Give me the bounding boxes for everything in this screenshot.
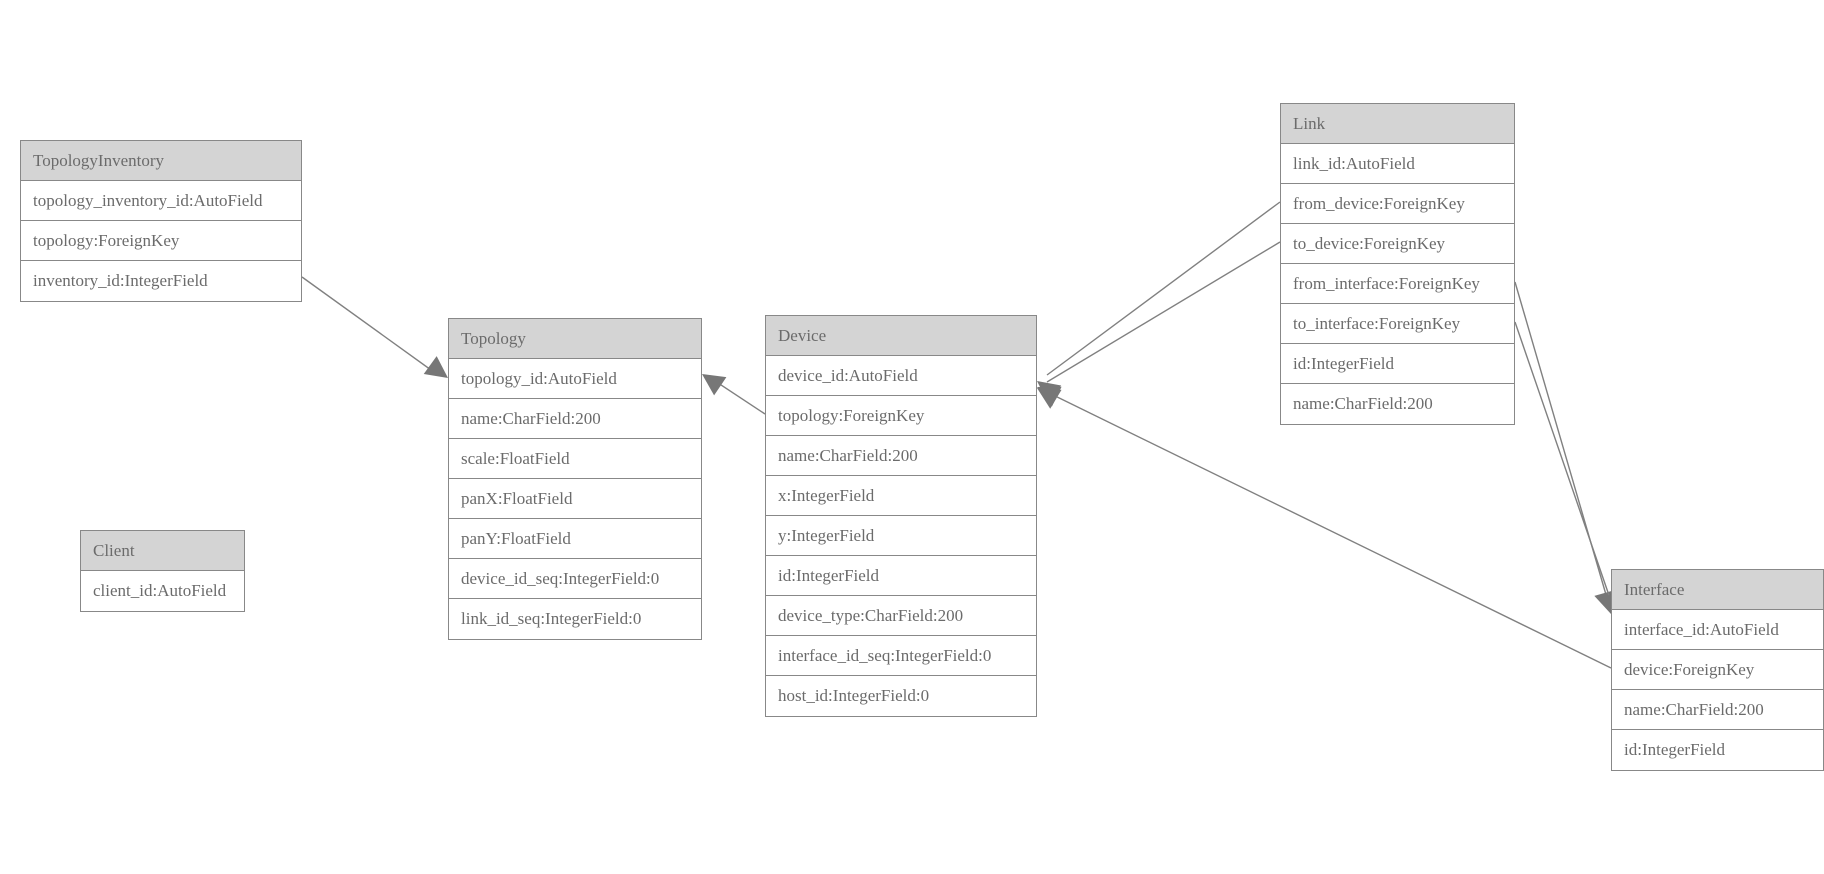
entity-field-row: host_id:IntegerField:0 (766, 676, 1036, 716)
entity-field-row: from_device:ForeignKey (1281, 184, 1514, 224)
relationship-edge-link-todevice-to-device (1046, 241, 1281, 383)
relationship-edge-device-to-topology (711, 378, 766, 415)
entity-title-client: Client (81, 531, 244, 571)
entity-field-row: client_id:AutoField (81, 571, 244, 611)
relationship-edge-link-fromdevice-to-device (1046, 201, 1281, 376)
entity-field-row: panX:FloatField (449, 479, 701, 519)
entity-field-row: device_type:CharField:200 (766, 596, 1036, 636)
entity-field-row: panY:FloatField (449, 519, 701, 559)
entity-field-row: y:IntegerField (766, 516, 1036, 556)
entity-field-row: inventory_id:IntegerField (21, 261, 301, 301)
entity-field-row: name:CharField:200 (1612, 690, 1823, 730)
entity-title-topology_inventory: TopologyInventory (21, 141, 301, 181)
entity-field-row: device_id_seq:IntegerField:0 (449, 559, 701, 599)
relationship-edge-link-frominterface-to-interface (1514, 281, 1610, 606)
entity-field-row: scale:FloatField (449, 439, 701, 479)
entity-field-row: link_id:AutoField (1281, 144, 1514, 184)
entity-field-row: topology:ForeignKey (766, 396, 1036, 436)
entity-field-row: topology_inventory_id:AutoField (21, 181, 301, 221)
entity-field-row: topology:ForeignKey (21, 221, 301, 261)
entity-field-row: device:ForeignKey (1612, 650, 1823, 690)
entity-field-row: id:IntegerField (766, 556, 1036, 596)
entity-field-row: to_device:ForeignKey (1281, 224, 1514, 264)
entity-field-row: to_interface:ForeignKey (1281, 304, 1514, 344)
relationship-edge-link-tointerface-to-interface (1514, 321, 1614, 608)
entity-field-row: device_id:AutoField (766, 356, 1036, 396)
entity-title-interface: Interface (1612, 570, 1823, 610)
entity-field-row: id:IntegerField (1281, 344, 1514, 384)
relationship-edge-topologyinventory-to-topology (301, 276, 439, 376)
entity-field-row: interface_id:AutoField (1612, 610, 1823, 650)
entity-title-link: Link (1281, 104, 1514, 144)
entity-field-row: interface_id_seq:IntegerField:0 (766, 636, 1036, 676)
entity-field-row: name:CharField:200 (449, 399, 701, 439)
relationship-edge-interface-device-to-device (1046, 391, 1612, 669)
entity-field-row: link_id_seq:IntegerField:0 (449, 599, 701, 639)
entity-field-row: id:IntegerField (1612, 730, 1823, 770)
entity-title-topology: Topology (449, 319, 701, 359)
entity-field-row: x:IntegerField (766, 476, 1036, 516)
entity-field-row: topology_id:AutoField (449, 359, 701, 399)
entity-field-row: name:CharField:200 (766, 436, 1036, 476)
entity-title-device: Device (766, 316, 1036, 356)
entity-field-row: from_interface:ForeignKey (1281, 264, 1514, 304)
entity-field-row: name:CharField:200 (1281, 384, 1514, 424)
